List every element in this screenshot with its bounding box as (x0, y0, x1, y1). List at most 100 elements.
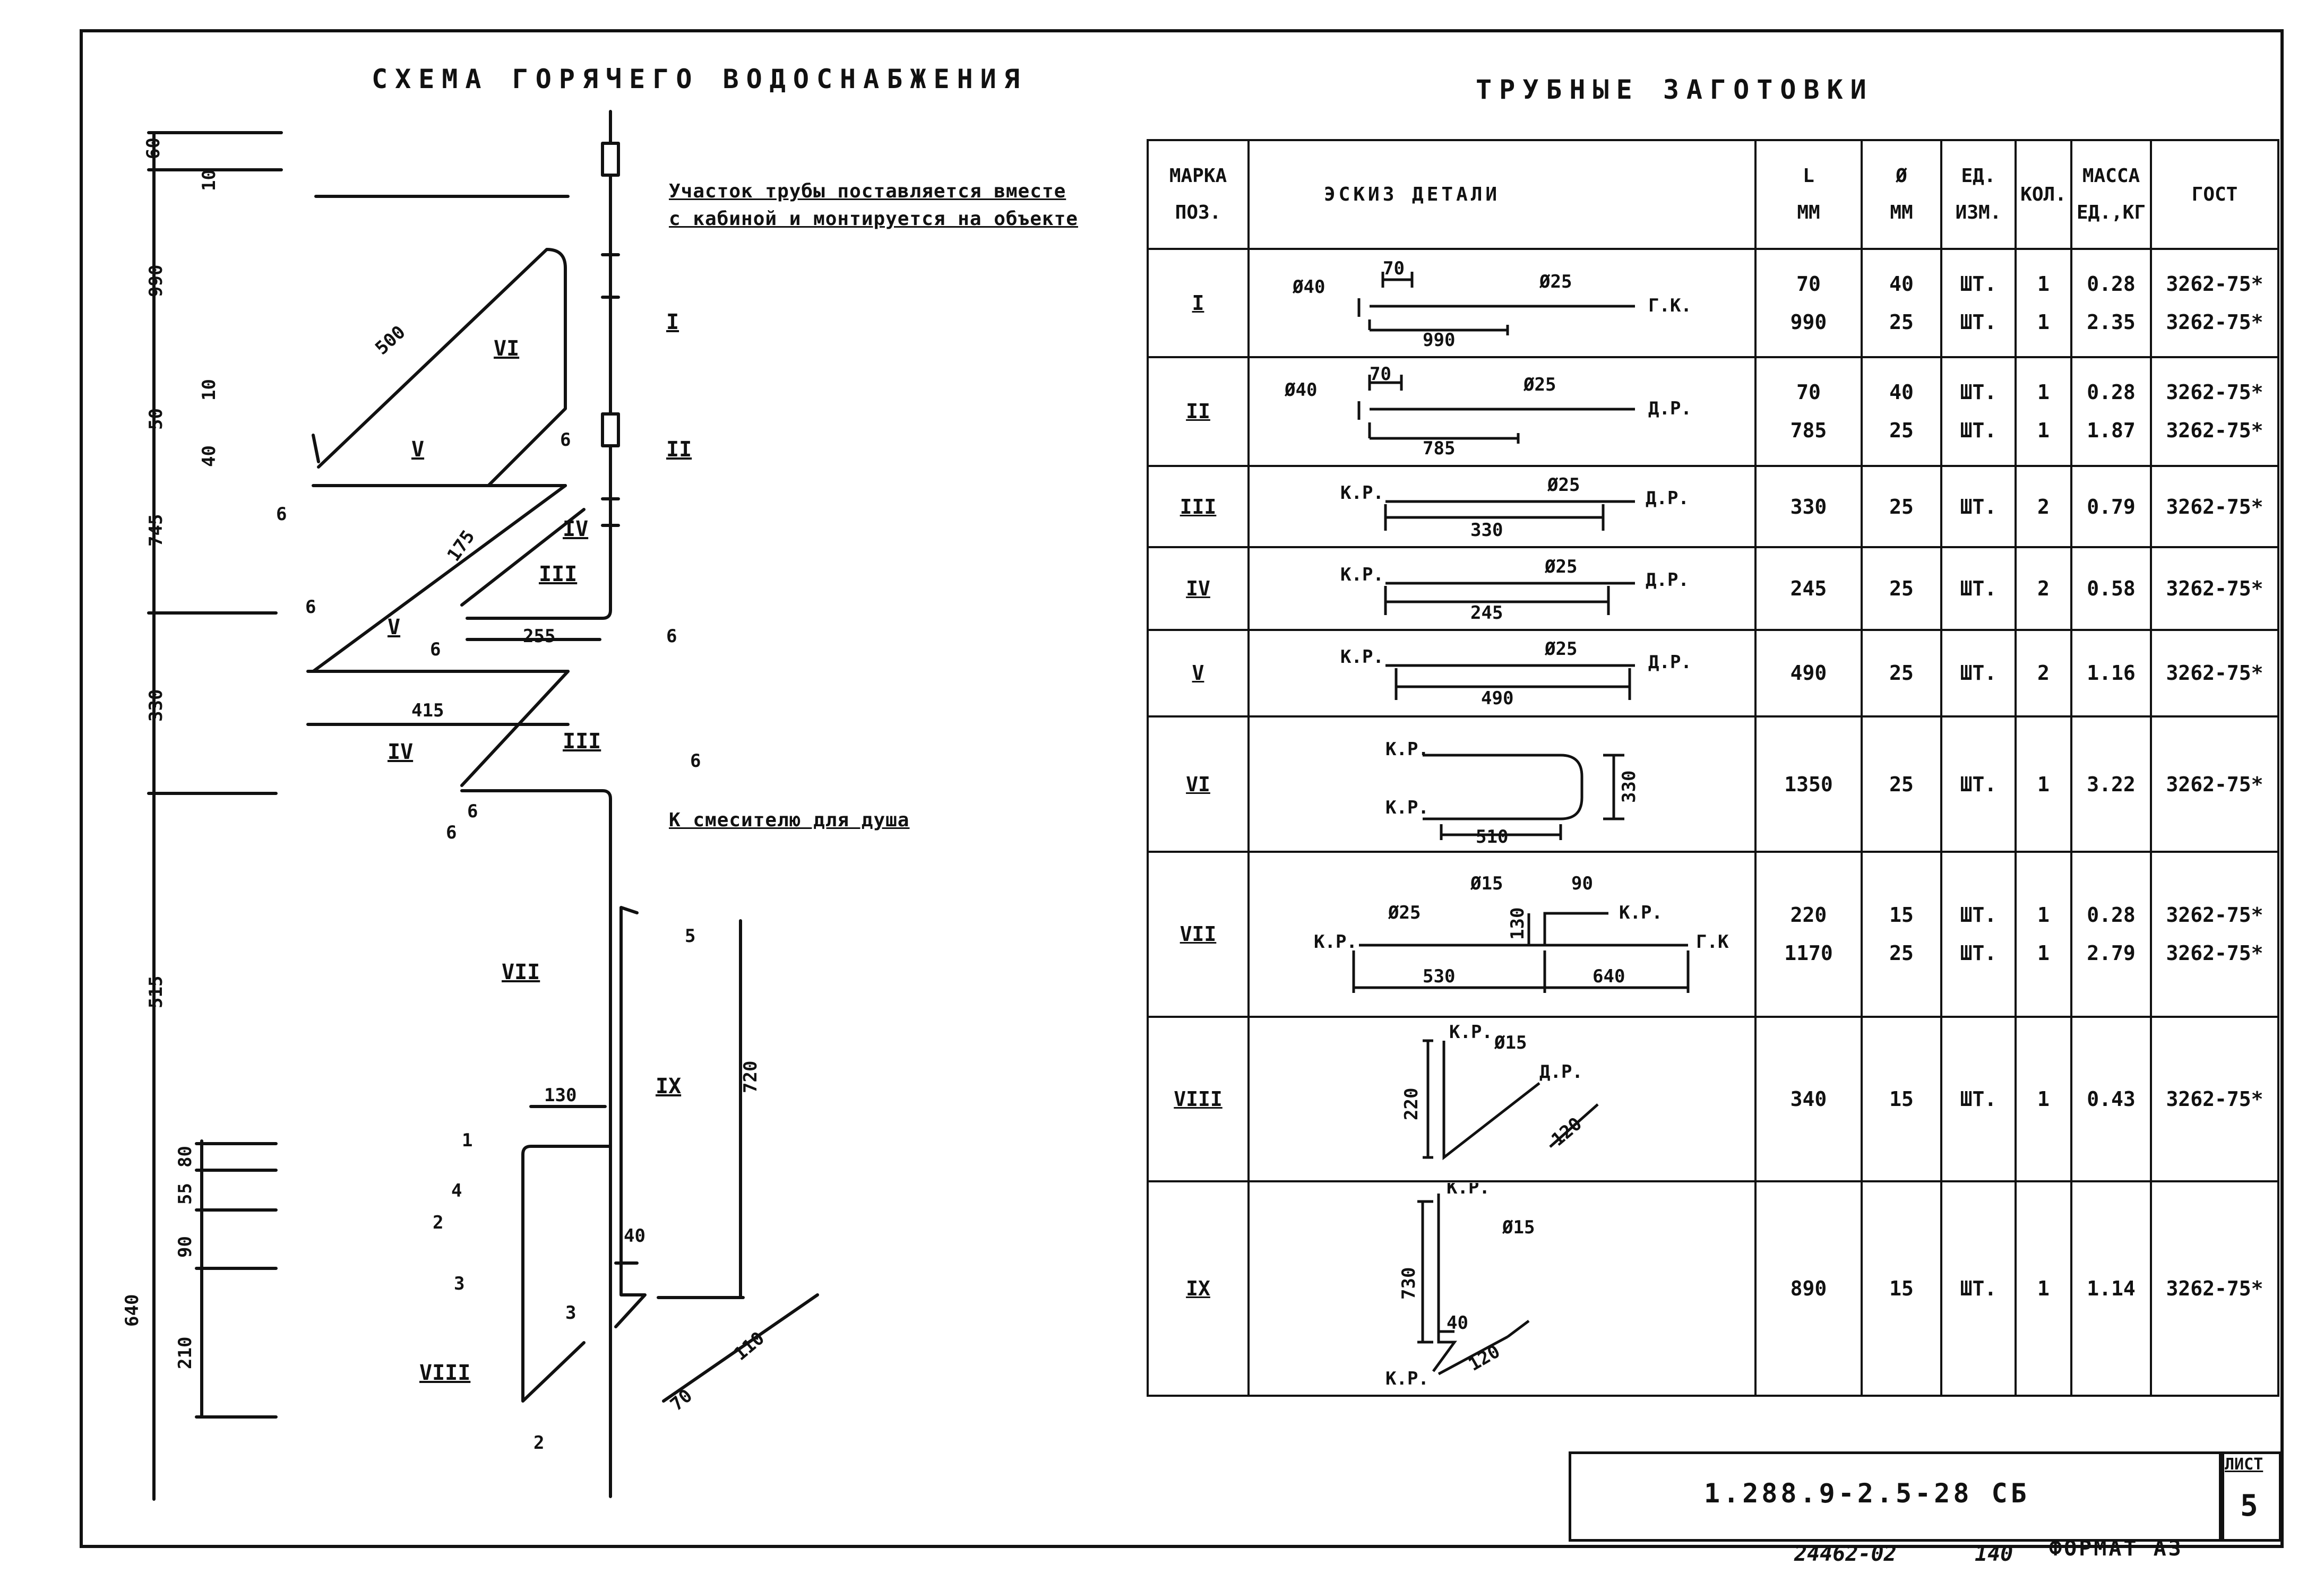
svg-text:530: 530 (1423, 966, 1455, 987)
dim-175: 175 (443, 526, 479, 565)
svg-text:Ø40: Ø40 (1284, 379, 1317, 401)
pipe-ix-branch (614, 906, 647, 1328)
marker-viii: VIII (419, 1361, 470, 1385)
marker-v-upper: V (411, 437, 424, 462)
dim-720: 720 (740, 1061, 761, 1093)
row-gost: 3262-75* (2150, 1180, 2279, 1397)
svg-text:130: 130 (1507, 907, 1528, 940)
callout-4: 4 (451, 1180, 462, 1201)
table-row: III К.Р. Ø25 330 Д.Р. 330 25 ШТ. 2 0.79 … (1147, 465, 2279, 549)
row-unit: ШТ. (1940, 715, 2017, 853)
svg-text:Д.Р.: Д.Р. (1646, 488, 1689, 509)
pipe-ii-diag (460, 508, 586, 607)
svg-text:Ø25: Ø25 (1547, 474, 1580, 496)
row-gost: 3262-75*3262-75* (2150, 248, 2279, 358)
dim-130: 130 (544, 1085, 576, 1106)
svg-text:90: 90 (1571, 873, 1593, 894)
pipe-supply-note-line1: Участок трубы поставляется вместе (669, 180, 1066, 202)
row-mass: 0.58 (2070, 546, 2152, 631)
dim-330: 330 (145, 689, 167, 722)
row-gost: 3262-75* (2150, 465, 2279, 549)
sketch-row-iii: К.Р. Ø25 330 Д.Р. (1340, 474, 1689, 541)
dim-40b: 40 (624, 1225, 645, 1247)
svg-text:Ø25: Ø25 (1544, 556, 1577, 577)
header-unit: ЕД.ИЗМ. (1940, 139, 2017, 250)
marker-ix: IX (656, 1074, 681, 1099)
svg-text:Ø15: Ø15 (1494, 1032, 1527, 1053)
dim-745: 745 (145, 514, 167, 547)
marker-iii-lower: III (563, 729, 601, 754)
dim-10b: 10 (199, 379, 220, 401)
svg-text:К.Р.: К.Р. (1619, 902, 1663, 923)
pipe-vi (317, 248, 567, 487)
row-qty: 2 (2015, 465, 2072, 549)
sketch-row-iv: К.Р. Ø25 245 Д.Р. (1340, 556, 1689, 624)
svg-text:220: 220 (1401, 1088, 1422, 1120)
dim-50: 50 (145, 408, 167, 430)
dim-90: 90 (175, 1236, 196, 1258)
inventory-number: 24462-02 (1794, 1542, 1897, 1566)
callout-1: 1 (462, 1130, 472, 1151)
dim-990: 990 (145, 265, 167, 297)
row-mass: 1.16 (2070, 628, 2152, 717)
pipe-iv-upper (312, 484, 567, 673)
dim-55: 55 (175, 1183, 196, 1205)
svg-text:330: 330 (1470, 520, 1503, 541)
header-qty: КОЛ. (2015, 139, 2072, 250)
sketch-cell: К.Р. Ø15 Д.Р. 220 120 (1247, 1015, 1757, 1183)
row-diameter: 25 (1861, 465, 1942, 549)
sheet-label: ЛИСТ (2225, 1455, 2263, 1474)
row-mark: I (1147, 248, 1250, 358)
title-block: 1.288.9-2.5-28 СБ (1569, 1451, 2224, 1542)
sketch-cell: Ø40 70 Ø25 990 Г.К. (1247, 248, 1757, 358)
dim-500: 500 (371, 322, 409, 359)
pipe-iii-lower (460, 789, 612, 1498)
svg-text:К.Р.: К.Р. (1385, 739, 1429, 760)
callout-6c: 6 (666, 626, 677, 647)
svg-text:490: 490 (1481, 688, 1513, 709)
callout-6e: 6 (430, 639, 441, 660)
row-unit: ШТ.ШТ. (1940, 248, 2017, 358)
svg-text:730: 730 (1398, 1267, 1419, 1299)
hot-water-scheme: 60 10 990 10 50 40 745 330 515 80 55 90 … (122, 110, 819, 1501)
row-qty: 1 (2015, 1180, 2072, 1397)
svg-text:К.Р.: К.Р. (1385, 1368, 1429, 1389)
sketch-row-v: К.Р. Ø25 490 Д.Р. (1340, 638, 1692, 709)
callout-2a: 2 (433, 1212, 443, 1233)
row-unit: ШТ.ШТ. (1940, 851, 2017, 1018)
row-mass: 0.79 (2070, 465, 2152, 549)
table-title: ТРУБНЫЕ ЗАГОТОВКИ (1476, 74, 1874, 105)
svg-text:245: 245 (1470, 602, 1503, 623)
svg-text:Ø25: Ø25 (1539, 271, 1572, 292)
svg-text:640: 640 (1593, 966, 1625, 987)
header-gost: ГОСТ (2150, 139, 2279, 250)
row-unit: ШТ. (1940, 1180, 2017, 1397)
svg-text:К.Р.: К.Р. (1340, 646, 1384, 668)
row-mark: VIII (1147, 1015, 1250, 1183)
row-diameter: 15 (1861, 1180, 1942, 1397)
sketch-row-ii: Ø40 70 Ø25 785 Д.Р. (1284, 364, 1692, 459)
svg-text:К.Р.: К.Р. (1314, 931, 1357, 953)
svg-text:Д.Р.: Д.Р. (1646, 569, 1689, 591)
row-gost: 3262-75*3262-75* (2150, 851, 2279, 1018)
row-gost: 3262-75* (2150, 546, 2279, 631)
sketch-row-i: Ø40 70 Ø25 990 Г.К. (1292, 258, 1692, 351)
svg-text:Ø15: Ø15 (1470, 873, 1503, 894)
row-mass: 1.14 (2070, 1180, 2152, 1397)
sketch-row-vi: К.Р. К.Р. 510 330 (1385, 739, 1640, 848)
callout-6d: 6 (305, 597, 316, 618)
callout-3a: 3 (454, 1273, 464, 1294)
row-qty: 2 (2015, 546, 2072, 631)
document-code: 1.288.9-2.5-28 СБ (1704, 1478, 2030, 1509)
row-unit: ШТ. (1940, 546, 2017, 631)
row-mark: IV (1147, 546, 1250, 631)
